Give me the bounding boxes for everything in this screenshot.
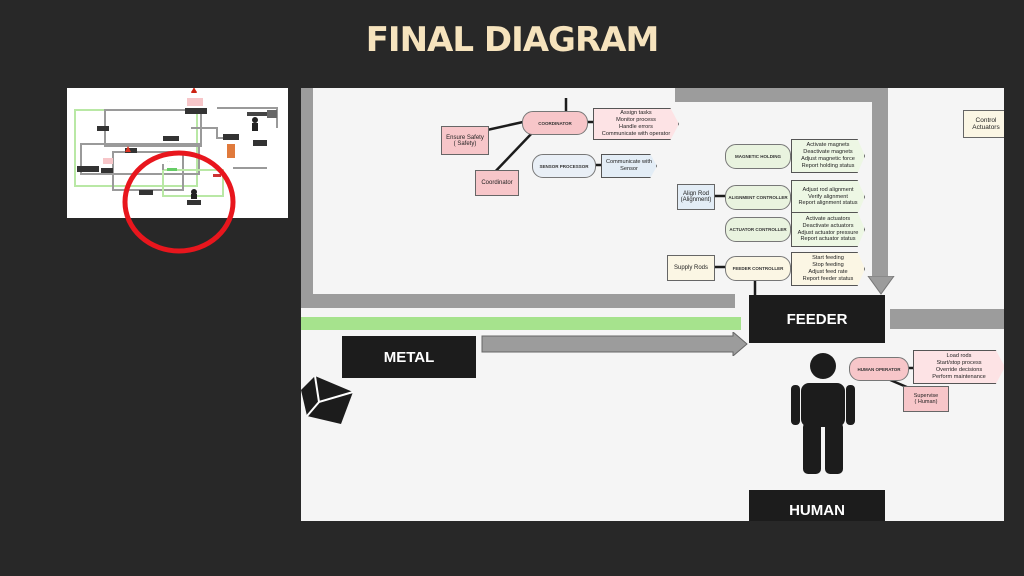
- human-block: HUMAN: [749, 490, 885, 521]
- magnetic-task: Adjust magnetic force: [801, 156, 855, 162]
- coordinator-task: Communicate with operator: [601, 130, 671, 137]
- svg-text:· · · ·: · · · ·: [167, 159, 174, 163]
- alignment-task: Verify alignment: [808, 193, 848, 200]
- human-icon: [791, 353, 855, 474]
- coordinator-box: Coordinator: [475, 170, 519, 196]
- coordinator-tasks: Assign tasks Monitor process Handle erro…: [593, 108, 679, 140]
- metal-block: METAL: [342, 336, 476, 378]
- top-horizontal-bar: [675, 88, 872, 102]
- feeder-vertical-bar: [872, 88, 888, 280]
- sensor-processor-node: SENSOR PROCESSOR: [532, 154, 596, 178]
- alignment-controller-node: ALIGNMENT CONTROLLER: [725, 185, 791, 210]
- magnetic-holding-node: MAGNETIC HOLDING: [725, 144, 791, 169]
- left-vertical-bar: [301, 88, 313, 308]
- align-rod-note: Align Rod (Alignment): [677, 184, 715, 210]
- supervise-note: Supervise ( Human): [903, 386, 949, 412]
- control-actuators-note: Control Actuators: [963, 110, 1004, 138]
- supply-rods-note: Supply Rods: [667, 255, 715, 281]
- highlight-circle: [122, 150, 236, 254]
- feeder-arrow-down: [867, 276, 895, 295]
- feeder-block: FEEDER: [749, 295, 885, 343]
- feeder-task: Report feeder status: [802, 275, 854, 282]
- coordinator-task: Monitor process: [616, 117, 656, 124]
- actuator-tasks: Activate actuators Deactivate actuators …: [791, 212, 865, 247]
- alignment-task: Adjust rod alignment: [802, 186, 854, 193]
- magnetic-task: Report holding status: [801, 162, 855, 169]
- magnetic-tasks: Activate magnets Deactivate magnets Adju…: [791, 139, 865, 173]
- human-operator-node: HUMAN OPERATOR: [849, 357, 909, 381]
- feeder-tasks: Start feeding Stop feeding Adjust feed r…: [791, 252, 865, 286]
- alignment-task: Report alignment status: [798, 200, 858, 207]
- slide-title: FINAL DIAGRAM: [365, 20, 660, 60]
- operator-tasks: Load rods Start/stop process Override de…: [913, 350, 1004, 384]
- right-bar: [890, 309, 1004, 329]
- feeder-controller-node: FEEDER CONTROLLER: [725, 256, 791, 281]
- magnetic-task: Activate magnets: [806, 142, 850, 149]
- thumbnail-sketch: · · · ·: [74, 88, 278, 205]
- sensor-task: Communicate with Sensor: [601, 154, 657, 178]
- actuator-task: Adjust actuator pressure: [797, 229, 859, 236]
- coordinator-task: Assign tasks: [620, 110, 652, 117]
- actuator-task: Activate actuators: [805, 215, 851, 222]
- zoomed-diagram: METAL FEEDER HUMAN: [301, 88, 1004, 521]
- operator-task: Override decisions: [935, 367, 983, 373]
- actuator-task: Deactivate actuators: [802, 222, 854, 229]
- diagram-thumbnail: · · · ·: [67, 88, 288, 218]
- alignment-tasks: Adjust rod alignment Verify alignment Re…: [791, 180, 865, 214]
- actuator-controller-node: ACTUATOR CONTROLLER: [725, 217, 791, 242]
- operator-task: Load rods: [946, 353, 972, 360]
- feeder-task: Adjust feed rate: [808, 269, 848, 275]
- magnetic-task: Deactivate magnets: [803, 149, 853, 156]
- feeder-task: Start feeding: [812, 255, 844, 262]
- coordinator-node: COORDINATOR: [522, 111, 588, 135]
- coordinator-task: Handle errors: [619, 124, 653, 130]
- connector-lines: [486, 98, 915, 390]
- operator-task: Start/stop process: [936, 360, 982, 367]
- feeder-task: Stop feeding: [812, 262, 844, 269]
- metal-cube-icon: [301, 375, 354, 424]
- actuator-task: Report actuator status: [800, 236, 856, 243]
- ensure-safety-note: Ensure Safety ( Safety): [441, 126, 489, 155]
- green-conveyor-bar: [301, 317, 741, 330]
- bottom-horizontal-bar: [301, 294, 735, 308]
- operator-task: Perform maintenance: [932, 373, 986, 380]
- metal-flow-arrow: [481, 332, 748, 356]
